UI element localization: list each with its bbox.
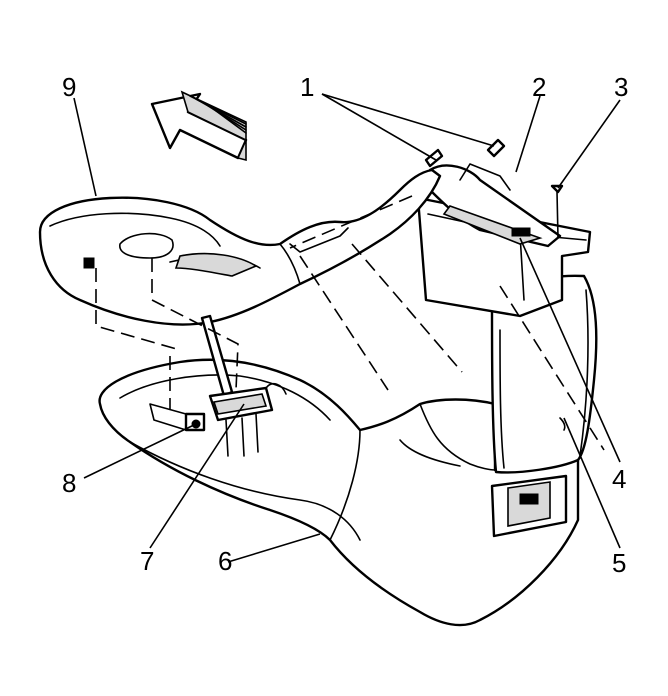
leader-lines <box>73 93 621 563</box>
callout-2: 2 <box>532 72 547 102</box>
callout-3: 3 <box>614 72 629 102</box>
callout-6: 6 <box>218 546 233 576</box>
callout-1: 1 <box>300 72 315 102</box>
callout-7: 7 <box>140 546 155 576</box>
shifter-assembly <box>200 314 287 457</box>
upper-console-trim <box>38 168 442 326</box>
callout-8: 8 <box>62 468 77 498</box>
alignment-lines <box>95 195 605 451</box>
storage-bin <box>416 163 592 318</box>
callout-5: 5 <box>612 548 627 578</box>
lower-console-base <box>98 358 580 627</box>
callout-9: 9 <box>62 72 77 102</box>
callout-4: 4 <box>612 464 627 494</box>
front-direction-arrow-icon <box>150 90 248 162</box>
console-armrest-compartment <box>490 274 598 474</box>
